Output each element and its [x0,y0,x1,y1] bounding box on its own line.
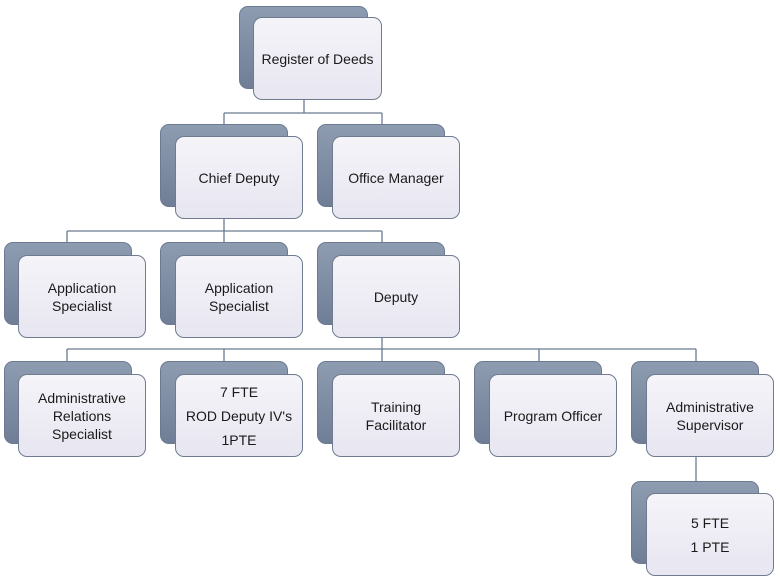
node-label-line: 7 FTE [219,383,259,400]
node-box: Register of Deeds [253,17,382,100]
node-box: Chief Deputy [175,136,303,219]
node-label-line: 1 PTE [690,538,730,555]
node-label-line: Specialist [52,425,112,442]
node-label-line: Specialist [52,297,112,314]
node-label-line: Supervisor [676,416,744,433]
node-label-line: Program Officer [503,407,603,424]
node-box: Deputy [332,255,460,338]
node-label-line: Training [370,398,422,415]
node-label-line: Deputy [373,288,419,305]
node-label-line: Relations [52,407,112,424]
node-label-line: 5 FTE [690,514,730,531]
node-box: 7 FTE ROD Deputy IV's 1PTE [175,374,303,457]
node-label-line: ROD Deputy IV's [185,407,293,424]
node-label-line: Register of Deeds [261,50,374,67]
node-box: Office Manager [332,136,460,219]
node-label-line: Administrative [38,389,126,406]
node-label-line: Specialist [209,297,269,314]
node-label-line: 1PTE [221,431,257,448]
node-label-line: Application [204,279,274,296]
node-label-line: Application [47,279,117,296]
node-box: Program Officer [489,374,617,457]
node-label-line: Office Manager [348,169,444,186]
node-box: 5 FTE 1 PTE [646,493,774,576]
node-label-line: Administrative [666,398,754,415]
node-label-line: Chief Deputy [198,169,280,186]
node-label-line: Facilitator [365,416,427,433]
